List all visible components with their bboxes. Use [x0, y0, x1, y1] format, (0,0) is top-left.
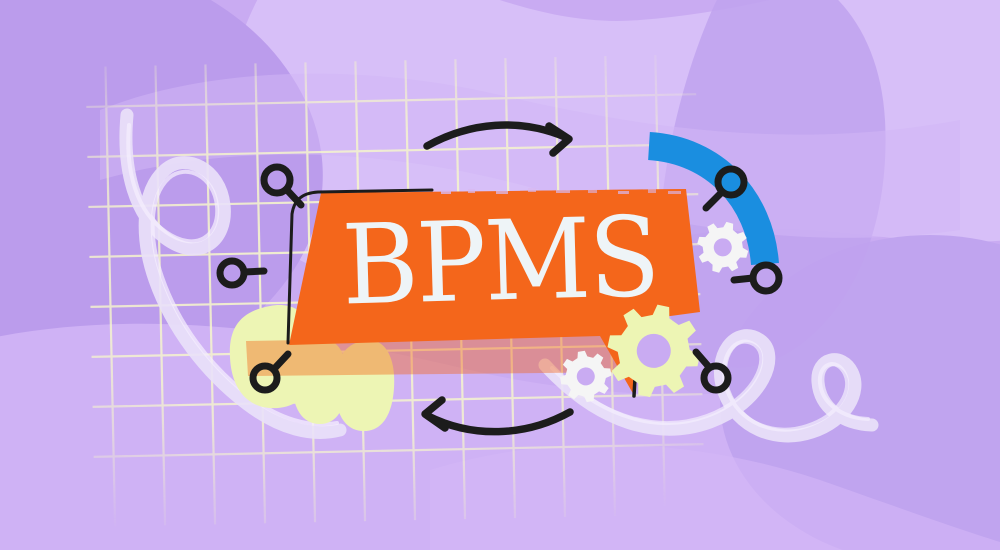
bubble-outline-topleft	[286, 188, 434, 345]
gear-icon-small-white-right	[697, 221, 749, 273]
magnifier-icon-mid-left	[216, 257, 268, 289]
magnifier-icon-top-left	[260, 163, 305, 209]
swirl-right-highlight	[550, 339, 870, 432]
orange-translucent-band	[246, 334, 642, 376]
swirl-left	[119, 108, 347, 439]
magnifier-icon-lower-left	[249, 350, 292, 394]
bubble-top-speckles	[441, 188, 681, 194]
leaf-shape-right	[334, 339, 395, 432]
magnifier-icon-on-blue-arc	[702, 165, 748, 212]
gear-icon-small-white-left	[560, 350, 612, 403]
blue-arc-icon	[647, 132, 779, 266]
gear-icon-large-yellow	[607, 304, 700, 398]
swirl-right	[538, 329, 879, 443]
arrow-icon-bottom-left	[421, 396, 574, 436]
speech-bubble-body	[289, 189, 700, 397]
background-blob-bottomright-soft	[430, 444, 1000, 550]
arrow-icon-top-right	[423, 121, 573, 157]
magnifier-icon-bottom-right	[692, 348, 732, 394]
magnifier-icon-right	[730, 261, 783, 295]
leaf-shape-middle	[292, 339, 348, 424]
